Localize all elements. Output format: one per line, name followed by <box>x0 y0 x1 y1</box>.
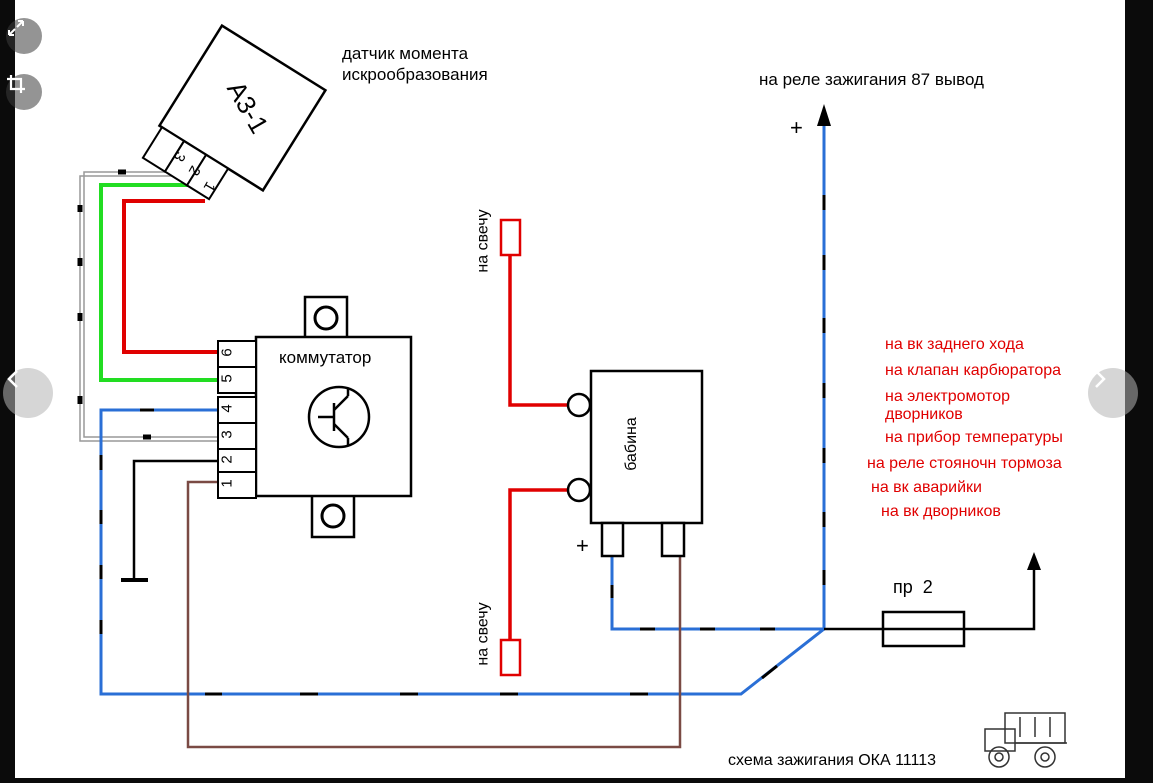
commutator-pin-3: 3 <box>218 430 236 439</box>
commutator-pin-6: 6 <box>218 348 236 357</box>
blue-wire-marks <box>99 195 826 696</box>
fuse-label: пр 2 <box>893 577 933 597</box>
coil-terminal-bottom <box>566 477 592 503</box>
spark-bottom-label: на свечу <box>474 602 492 666</box>
truck-logo <box>984 712 1067 768</box>
spark-wire-top <box>508 255 575 407</box>
plus-coil: + <box>576 533 589 558</box>
note-parking-brake: на реле стояночн тормоза <box>867 455 1062 472</box>
blue-wire <box>99 110 826 696</box>
sensor-title-line1: датчик момента <box>342 44 469 63</box>
commutator-pin-5: 5 <box>218 374 236 383</box>
commutator-pin-2: 2 <box>218 455 236 464</box>
spark-plug-top <box>499 218 522 257</box>
diagram-caption: схема зажигания ОКА 11113 <box>728 752 937 769</box>
coil-label: бабина <box>622 417 640 471</box>
commutator-pins <box>217 340 257 499</box>
chevron-right-icon <box>1095 370 1106 388</box>
coil-pin-minus <box>660 521 686 558</box>
plus-top: + <box>790 115 803 140</box>
note-carburetor: на клапан карбюратора <box>885 362 1062 379</box>
fuse-wire <box>824 560 1036 631</box>
commutator-pin-4: 4 <box>218 404 236 413</box>
note-temperature: на прибор температуры <box>885 429 1063 446</box>
ground-wire <box>132 459 218 580</box>
note-wiper-switch: на вк дворников <box>881 503 1001 520</box>
commutator-pin-1: 1 <box>218 479 236 488</box>
green-wire <box>99 183 218 382</box>
blue-coil-wire <box>610 556 824 631</box>
crop-icon <box>7 75 25 93</box>
ignition-diagram <box>77 23 1041 749</box>
relay-arrow <box>817 104 831 126</box>
sensor-title-line2: искрообразования <box>342 65 488 84</box>
crop-button[interactable] <box>6 74 42 110</box>
note-wiper-motor-2: дворников <box>885 406 963 423</box>
fuse-arrow <box>1027 552 1041 570</box>
coil-box <box>589 369 704 525</box>
spark-wire-bottom <box>508 488 575 640</box>
relay-label: на реле зажигания 87 вывод <box>759 70 984 89</box>
note-wiper-motor: на электромотор <box>885 388 1011 405</box>
commutator-label: коммутатор <box>279 348 372 367</box>
spark-plug-bottom <box>499 638 522 677</box>
sensor-title: датчик момента искрообразования <box>342 43 488 85</box>
coil-pin-plus <box>600 521 625 558</box>
red-sensor-wire <box>122 199 218 354</box>
diagram-canvas: А3-1 3 2 1 датчик момента искрообразован… <box>15 0 1125 778</box>
note-hazard: на вк аварийки <box>871 479 982 496</box>
expand-arrows-icon <box>8 20 24 36</box>
chevron-left-icon <box>7 370 18 388</box>
expand-button[interactable] <box>6 18 42 54</box>
note-reverse: на вк заднего хода <box>885 336 1024 353</box>
prev-image-button[interactable] <box>3 368 53 418</box>
sensor-group <box>141 23 328 201</box>
coil-terminal-top <box>566 392 592 418</box>
harness-marks <box>77 169 151 440</box>
brown-wire <box>186 480 682 749</box>
next-image-button[interactable] <box>1088 368 1138 418</box>
spark-top-label: на свечу <box>474 209 492 273</box>
transistor-icon <box>307 385 371 449</box>
